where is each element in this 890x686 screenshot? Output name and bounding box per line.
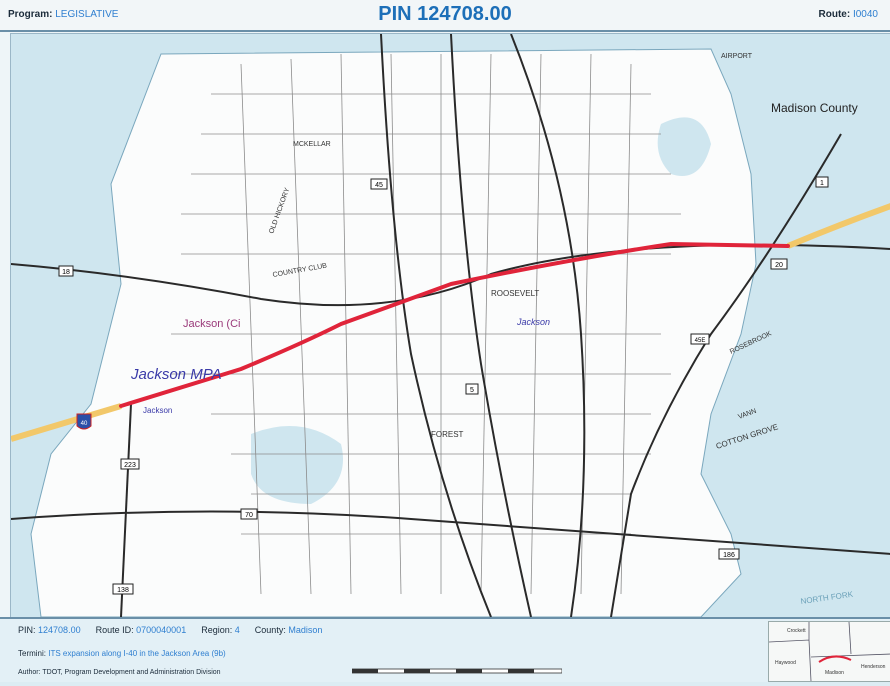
shield-sr18-text: 18 <box>62 269 70 276</box>
shield-sr18: 18 <box>58 265 74 277</box>
shield-sr20: 20 <box>770 258 788 270</box>
shield-us70-text: 70 <box>245 512 253 519</box>
inset-label-c: Madison <box>825 670 844 676</box>
label-cotton-grove: COTTON GROVE <box>715 422 779 451</box>
scale-bar <box>352 668 562 674</box>
footer-county-value: Madison <box>288 625 323 635</box>
label-forest: FOREST <box>431 430 464 439</box>
footer-termini-value: ITS expansion along I-40 in the Jackson … <box>48 649 226 658</box>
label-airport: AIRPORT <box>721 53 753 60</box>
footer-route-id-value: 0700040001 <box>136 625 187 635</box>
shield-us45-text: 45 <box>375 182 383 189</box>
shield-sr138: 138 <box>112 583 134 595</box>
shield-sr1-text: 1 <box>820 180 824 187</box>
page-title: PIN 124708.00 <box>378 3 512 25</box>
label-roosevelt: ROOSEVELT <box>491 289 539 298</box>
shield-us70: 70 <box>240 508 258 520</box>
shield-sr223: 223 <box>120 458 140 470</box>
shield-sr1: 1 <box>815 176 829 188</box>
shield-sr20-text: 20 <box>775 262 783 269</box>
shield-sr138-text: 138 <box>117 587 129 594</box>
program-field: Program: LEGISLATIVE <box>8 9 118 20</box>
footer-pin-value: 124708.00 <box>38 625 81 635</box>
shield-sr223-text: 223 <box>124 462 136 469</box>
shield-i40: 40 <box>76 413 92 430</box>
inset-svg: Crockett Haywood Madison Henderson <box>768 621 890 682</box>
inset-label-b: Haywood <box>775 660 796 666</box>
shield-sr45e: 45E <box>690 333 710 345</box>
shield-sr5-text: 5 <box>470 387 474 394</box>
street-grid <box>171 53 681 595</box>
header-bar: Program: LEGISLATIVE PIN 124708.00 Route… <box>0 0 890 32</box>
lake <box>251 426 343 504</box>
route-value: I0040 <box>852 9 878 20</box>
footer-row-termini: Termini: ITS expansion along I-40 in the… <box>18 649 226 658</box>
inset-label-d: Henderson <box>861 664 886 670</box>
lake <box>657 117 711 176</box>
shield-us45: 45 <box>370 178 388 190</box>
footer-region-label: Region: <box>201 625 233 635</box>
label-madison-county: Madison County <box>771 101 858 115</box>
shield-sr186-text: 186 <box>723 552 735 559</box>
inset-label-a: Crockett <box>787 628 806 634</box>
route-label: Route: <box>818 9 851 20</box>
route-field: Route: I0040 <box>819 9 878 20</box>
locator-inset-map: Crockett Haywood Madison Henderson <box>768 621 890 682</box>
label-vann: VANN <box>737 408 757 421</box>
label-north-fork: NORTH FORK <box>800 590 854 606</box>
footer-county-label: County: <box>254 625 286 635</box>
interstate-i40 <box>11 203 890 442</box>
map-canvas[interactable]: Madison County Jackson (Ci Jackson MPA J… <box>10 33 890 618</box>
label-jackson-mpa: Jackson MPA <box>130 366 222 383</box>
shield-i40-text: 40 <box>81 421 88 427</box>
footer-row-ids: PIN: 124708.00 Route ID: 0700040001 Regi… <box>18 625 322 635</box>
footer-route-id-label: Route ID: <box>95 625 134 635</box>
footer-termini-label: Termini: <box>18 649 47 658</box>
program-value: LEGISLATIVE <box>55 9 119 20</box>
shield-sr186: 186 <box>718 548 740 560</box>
footer-pin-label: PIN: <box>18 625 36 635</box>
shield-sr45e-text: 45E <box>695 338 706 344</box>
label-mckellar: MCKELLAR <box>293 141 331 148</box>
program-label: Program: <box>8 9 53 20</box>
label-jackson-city: Jackson (Ci <box>183 318 240 330</box>
project-route <box>119 241 790 408</box>
label-jackson-small: Jackson <box>516 317 550 327</box>
footer-author: Author: TDOT, Program Development and Ad… <box>18 669 221 676</box>
label-jackson-town: Jackson <box>143 406 172 415</box>
map-svg: Madison County Jackson (Ci Jackson MPA J… <box>11 34 890 617</box>
shield-sr5: 5 <box>465 383 479 395</box>
footer-region-value: 4 <box>234 625 240 635</box>
